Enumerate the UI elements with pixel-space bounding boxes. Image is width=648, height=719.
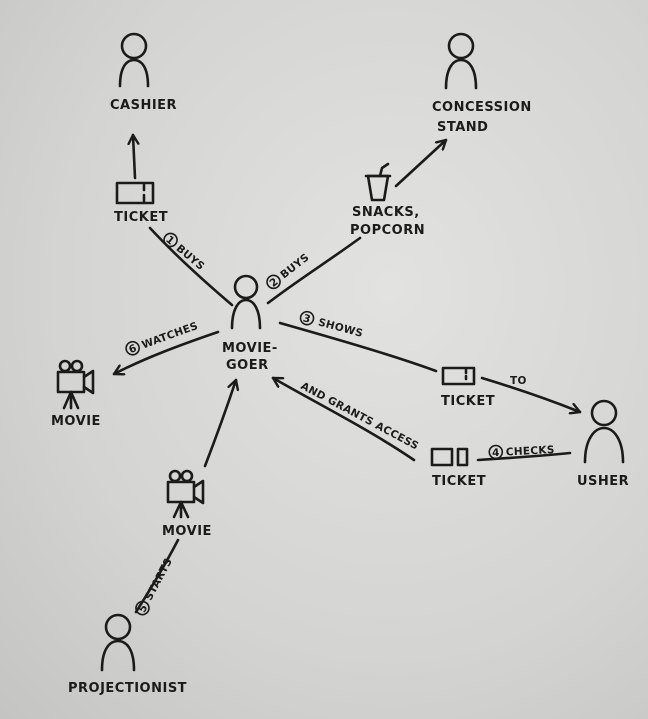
edge-4-checks: 4 CHECKS — [488, 444, 555, 460]
projectionist-label: PROJECTIONIST — [68, 681, 187, 696]
cashier-label: CASHIER — [110, 98, 177, 113]
arrow-movie-to-moviegoer — [203, 378, 236, 468]
ticket-cashier-label: TICKET — [114, 210, 168, 225]
ticket-checked-label: TICKET — [432, 474, 486, 489]
arrow-ticket-to-cashier — [133, 133, 135, 180]
movie-left-label: MOVIE — [51, 414, 101, 429]
concession-figure-icon — [444, 32, 478, 90]
line-buys-snacks — [266, 236, 362, 305]
edge-4-grants-access-label: AND GRANTS ACCESS — [299, 380, 421, 452]
cashier-figure-icon — [118, 32, 150, 88]
edge-2-buys: 2 BUYS — [266, 251, 312, 290]
snack-cup-icon — [364, 162, 392, 202]
movie-camera-projector-icon — [166, 469, 205, 519]
snacks-label-line1: SNACKS, — [352, 205, 420, 220]
edge-3-shows: 3 SHOWS — [299, 310, 364, 340]
arrow-watches-movie — [112, 330, 220, 374]
edge-3-number: 3 — [302, 312, 312, 326]
edge-6-number: 6 — [127, 342, 138, 356]
edge-5-label: STARTS — [143, 556, 175, 602]
movie-projector-label: MOVIE — [162, 524, 212, 539]
concession-label-line2: STAND — [437, 120, 488, 135]
arrow-snacks-to-concession — [394, 138, 448, 188]
ticket-cashier-icon — [115, 181, 155, 205]
projectionist-figure-icon — [100, 613, 136, 672]
line-shows-ticket — [278, 321, 438, 373]
ticket-torn-icon — [430, 447, 469, 467]
moviegoer-figure-icon — [230, 274, 262, 330]
moviegoer-label-line2: GOER — [226, 358, 269, 373]
edge-3-to-label: TO — [510, 375, 527, 387]
edge-6-label: WATCHES — [140, 320, 199, 351]
line-buys-ticket — [148, 226, 234, 307]
snacks-label-line2: POPCORN — [350, 223, 425, 238]
arrow-grants-access — [271, 376, 416, 462]
edge-1-buys: 1 BUYS — [163, 232, 207, 273]
concession-label-line1: CONCESSION — [432, 100, 532, 115]
moviegoer-label-line1: MOVIE- — [222, 341, 278, 356]
arrow-ticket-to-usher — [480, 376, 582, 412]
usher-figure-icon — [583, 399, 625, 464]
edge-5-starts: 5 STARTS — [135, 556, 175, 616]
edge-4-number: 4 — [492, 447, 500, 459]
line-checks-ticket — [476, 451, 572, 462]
usher-label: USHER — [577, 474, 629, 489]
movie-camera-left-icon — [56, 359, 95, 410]
ticket-shown-icon — [441, 366, 476, 386]
edge-4-label: CHECKS — [506, 444, 555, 459]
line-starts-movie — [134, 538, 180, 614]
ticket-shown-label: TICKET — [441, 394, 495, 409]
